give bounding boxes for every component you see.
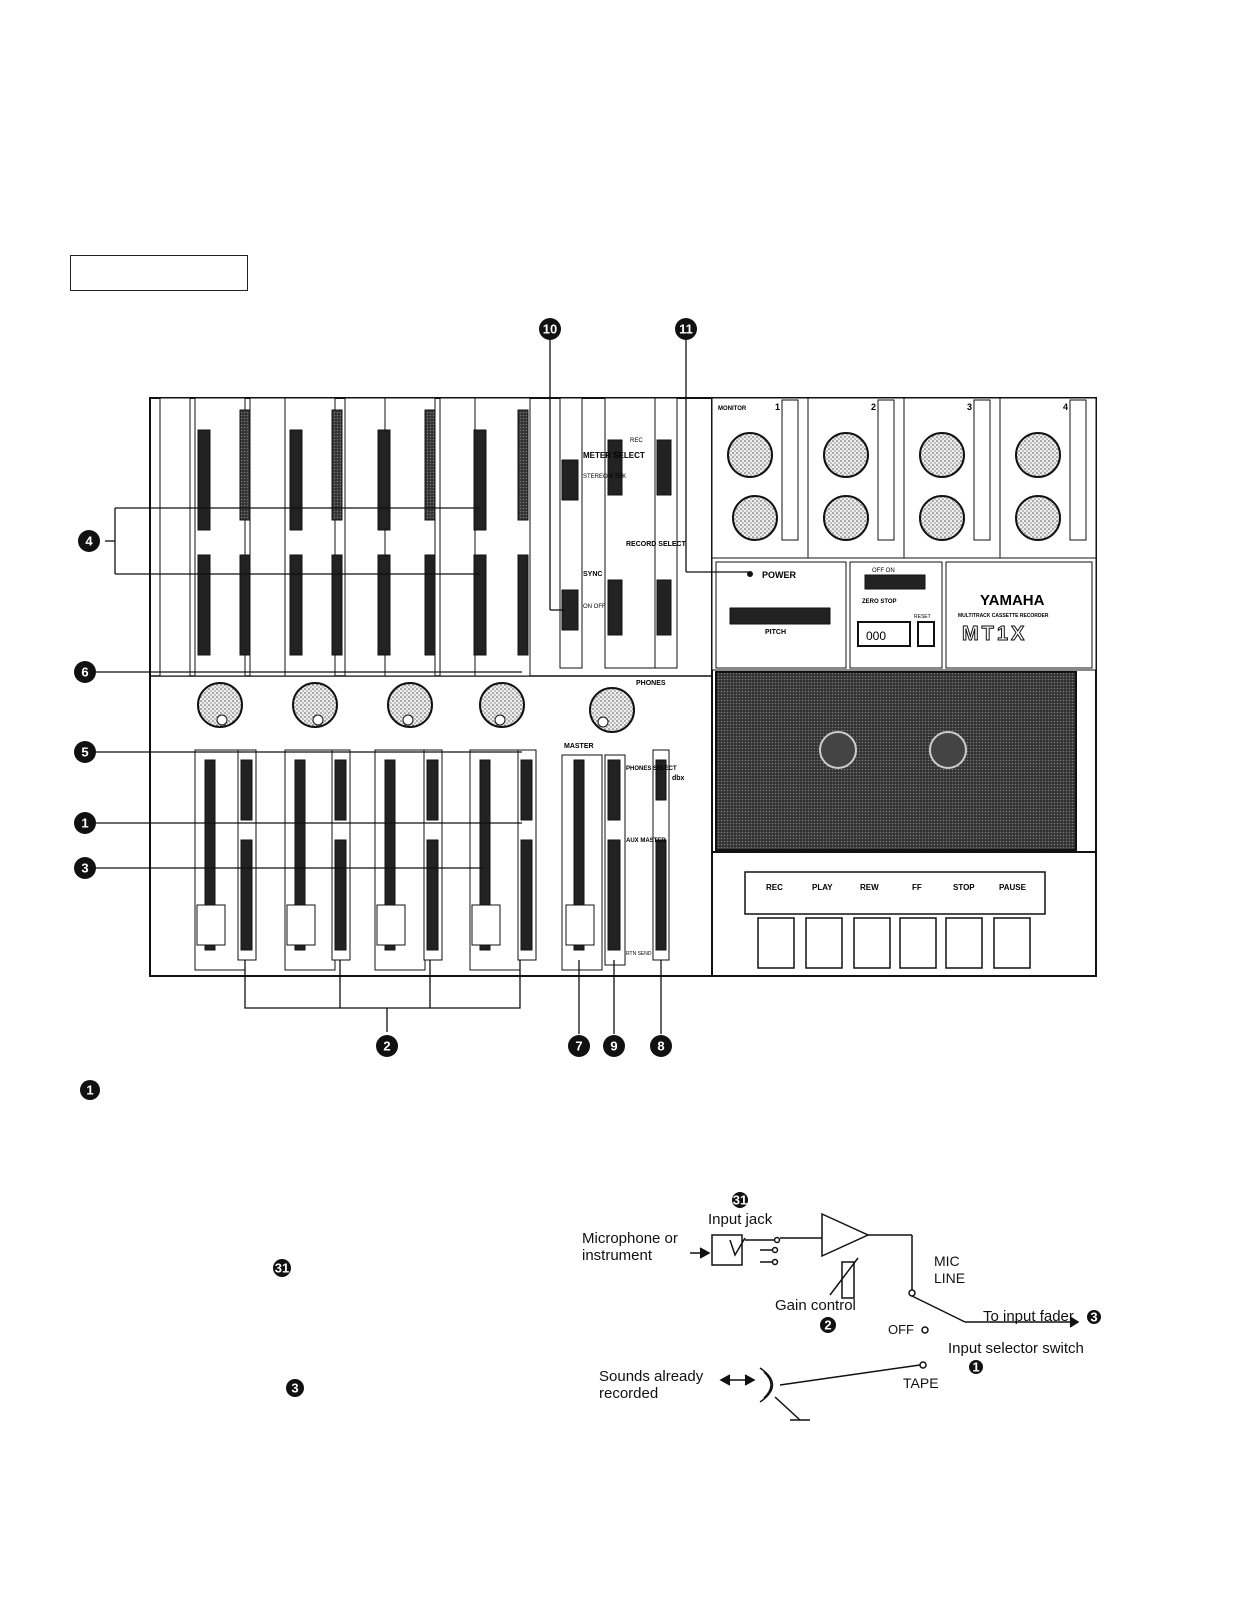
- recorded-sounds-label: Sounds already recorded: [599, 1368, 704, 1403]
- transport-play: PLAY: [812, 883, 833, 892]
- monitor-label: MONITOR: [718, 406, 747, 412]
- section-title-box: [70, 255, 248, 291]
- callout-11: 11: [675, 318, 697, 340]
- svg-text:31: 31: [733, 1193, 747, 1208]
- stereo-4trk-label: STEREO 4 TRK: [583, 474, 626, 480]
- transport-keys: [757, 917, 1031, 969]
- transport-rec: REC: [766, 883, 783, 892]
- svg-text:5: 5: [81, 745, 88, 760]
- svg-text:3: 3: [291, 1381, 298, 1396]
- to-input-fader-label: To input fader: [983, 1308, 1074, 1325]
- aux-master-label: AUX MASTER: [626, 838, 666, 844]
- side-marker-3: 3: [286, 1379, 304, 1397]
- dbx-label: dbx: [672, 775, 685, 782]
- input-jack-label: Input jack: [708, 1211, 773, 1228]
- svg-text:7: 7: [575, 1039, 582, 1054]
- rtn-send-label: RTN SEND: [626, 951, 652, 957]
- svg-text:1: 1: [972, 1360, 979, 1375]
- callout-5: 5: [74, 741, 96, 763]
- body-marker-1: 1: [80, 1080, 100, 1100]
- callout-4: 4: [78, 530, 100, 552]
- diagram-fader-marker: 3: [1087, 1310, 1101, 1325]
- callout-9: 9: [603, 1035, 625, 1057]
- callout-1: 1: [74, 812, 96, 834]
- monitor-ch1: 1: [775, 402, 780, 412]
- rec-label: REC: [630, 438, 643, 444]
- zero-stop-label: ZERO STOP: [862, 599, 897, 605]
- transport-ff: FF: [912, 883, 922, 892]
- phones-label: PHONES: [636, 680, 666, 687]
- svg-text:11: 11: [679, 322, 693, 337]
- control-row: [711, 557, 1097, 671]
- brand-subtitle: MULTITRACK CASSETTE RECORDER: [958, 613, 1049, 619]
- svg-text:3: 3: [1090, 1310, 1097, 1325]
- reset-label: RESET: [914, 614, 931, 620]
- monitor-ch3: 3: [967, 402, 972, 412]
- source-label: Microphone or instrument: [582, 1230, 678, 1265]
- brand-logo: YAMAHA: [980, 592, 1045, 609]
- signal-flow-diagram: [690, 1212, 1080, 1421]
- transport-rew: REW: [860, 883, 879, 892]
- master-label: MASTER: [564, 743, 594, 750]
- monitor-ch2: 2: [871, 402, 876, 412]
- mic-position-label: MIC: [934, 1253, 960, 1269]
- phones-knob: [589, 687, 635, 733]
- callout-3: 3: [74, 857, 96, 879]
- diagram-selector-marker: 1: [969, 1360, 983, 1375]
- off-on-label: OFF ON: [872, 568, 895, 574]
- callout-10: 10: [539, 318, 561, 340]
- svg-text:2: 2: [824, 1318, 831, 1333]
- gain-control-label: Gain control: [775, 1297, 856, 1314]
- callout-7: 7: [568, 1035, 590, 1057]
- upper-channel-strips: [159, 397, 531, 677]
- callout-8: 8: [650, 1035, 672, 1057]
- svg-text:1: 1: [86, 1083, 93, 1098]
- side-marker-31: 31: [273, 1259, 291, 1277]
- power-label: POWER: [762, 570, 797, 580]
- tape-position-label: TAPE: [903, 1375, 939, 1391]
- svg-text:1: 1: [81, 816, 88, 831]
- callout-leaders: [96, 340, 750, 1034]
- input-selector-label: Input selector switch: [948, 1340, 1084, 1357]
- diagram-jack-marker: 31: [732, 1192, 748, 1208]
- sync-label: SYNC: [583, 571, 602, 578]
- svg-text:8: 8: [657, 1039, 664, 1054]
- monitor-ch4: 4: [1063, 402, 1068, 412]
- svg-text:2: 2: [383, 1039, 390, 1054]
- center-select-strips: [559, 397, 678, 669]
- pan-knobs: [197, 682, 635, 733]
- record-select-label: RECORD SELECT: [626, 541, 687, 548]
- line-position-label: LINE: [934, 1270, 966, 1286]
- svg-text:3: 3: [81, 861, 88, 876]
- svg-text:9: 9: [610, 1039, 617, 1054]
- svg-text:4: 4: [85, 534, 93, 549]
- off-position-label: OFF: [888, 1322, 914, 1337]
- lower-fader-strips: [194, 749, 670, 971]
- meter-select-label: METER SELECT: [583, 451, 645, 460]
- pitch-label: PITCH: [765, 629, 786, 636]
- model-logo: MT1X: [962, 623, 1027, 645]
- cassette-window: [715, 671, 1077, 851]
- svg-text:31: 31: [275, 1261, 289, 1276]
- diagram-gain-marker: 2: [820, 1317, 836, 1333]
- phones-select-label: PHONES SELECT: [626, 766, 677, 772]
- transport-pause: PAUSE: [999, 883, 1027, 892]
- svg-text:10: 10: [543, 322, 557, 337]
- callout-6: 6: [74, 661, 96, 683]
- transport-stop: STOP: [953, 883, 975, 892]
- sync-on-off-label: ON OFF: [583, 604, 606, 610]
- tape-counter: 000: [866, 629, 886, 643]
- svg-text:6: 6: [81, 665, 88, 680]
- callout-2: 2: [376, 1035, 398, 1057]
